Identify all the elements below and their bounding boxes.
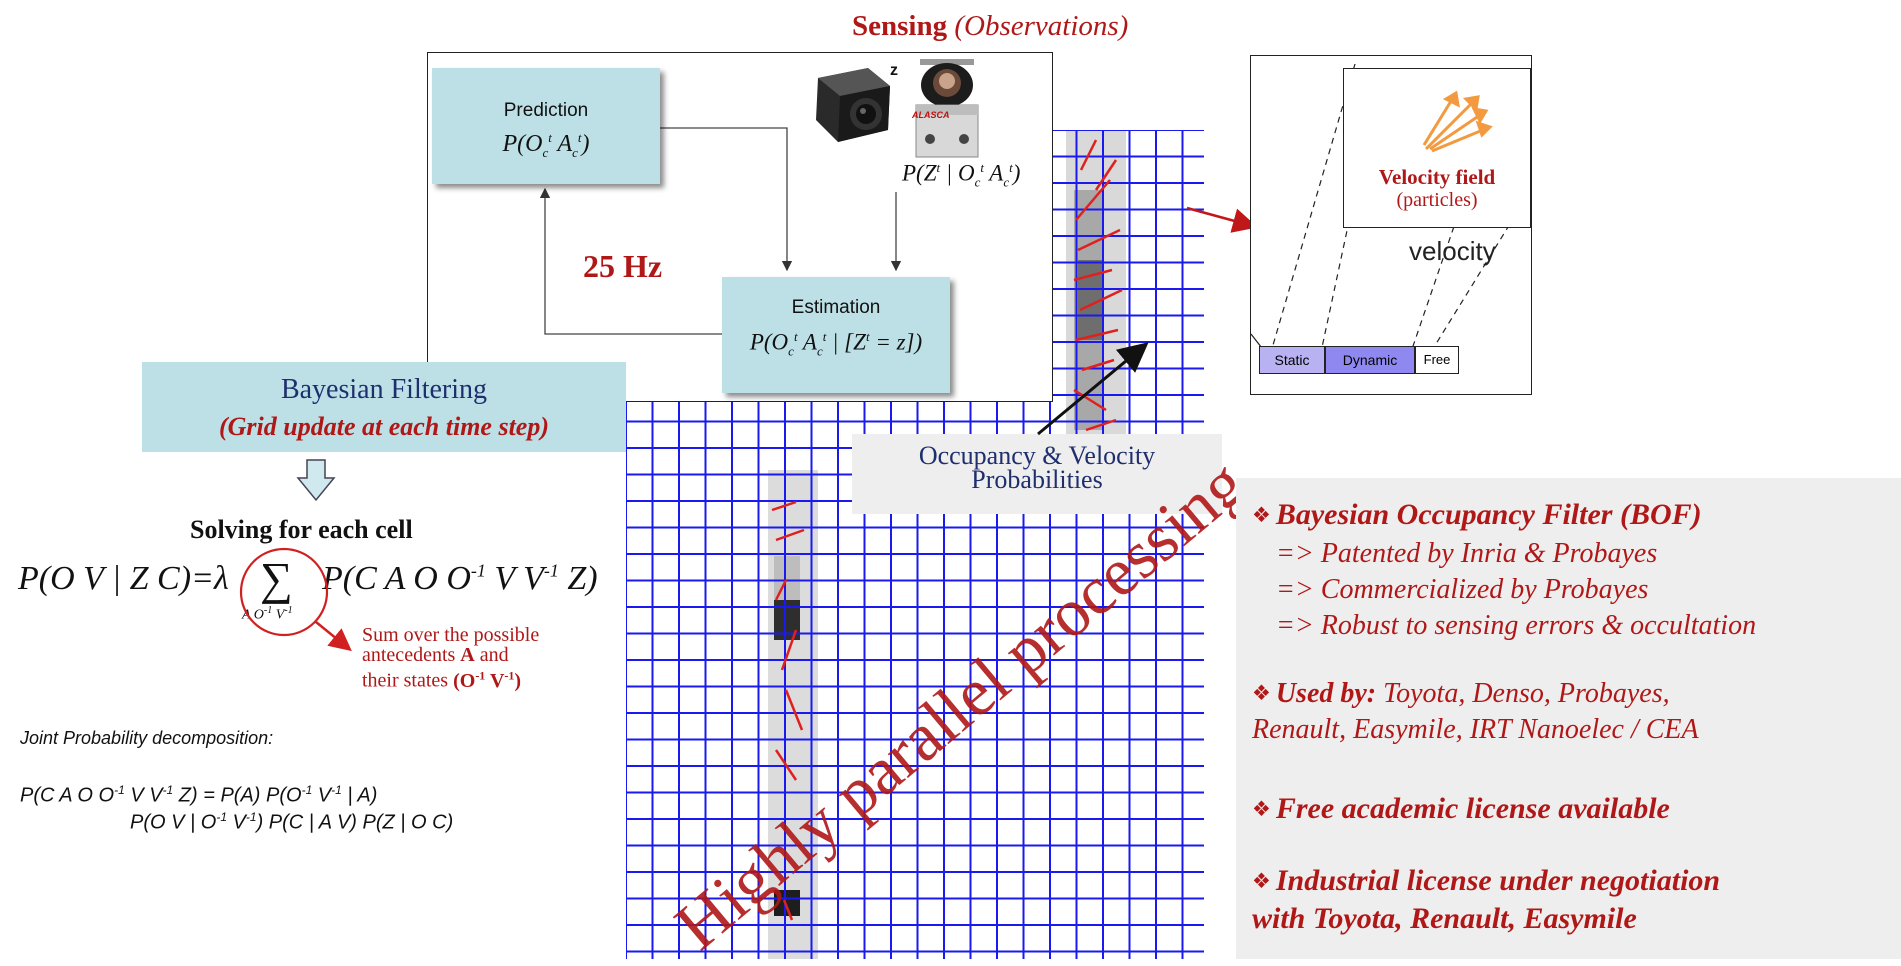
bof-industrial-line2-row: with Toyota, Renault, Easymile [1252, 902, 1637, 936]
joint-equation-line2: P(O V | O-1 V-1) P(C | A V) P(Z | O C) [130, 810, 454, 834]
observation-equation: P(Zt | Oct Act) [902, 160, 1021, 190]
joint-equation-line1: P(C A O O-1 V V-1 Z) = P(A) P(O-1 V-1 | … [20, 783, 378, 807]
occupancy-line2: Probabilities [971, 465, 1103, 494]
bayes-subtitle: (Grid update at each time step) [218, 412, 549, 441]
estimation-equation: P(Oct Act | [Zt = z]) [749, 329, 923, 359]
velocity-inset: Velocity field (particles) velocity Stat… [1250, 55, 1532, 395]
lidar-sensor-icon [915, 59, 979, 158]
state-static: Static [1259, 346, 1325, 374]
sum-symbol: ∑ [260, 553, 293, 604]
bof-industrial-line1: Industrial license under negotiation [1275, 864, 1721, 897]
joint-heading: Joint Probability decomposition: [20, 728, 274, 748]
bof-sub3: => Robust to sensing errors & occultatio… [1276, 610, 1757, 641]
sum-note-line3: their states [362, 669, 449, 692]
z-label: z [890, 62, 898, 79]
occupancy-pointer-arrow [1037, 342, 1149, 436]
lidar-brand: ALASCA [912, 110, 950, 120]
prediction-equation: P(Oct Act) [502, 130, 590, 160]
bayesian-filtering-box: Bayesian Filtering (Grid update at each … [142, 362, 626, 452]
solving-equation-right: P(C A O O-1 V V-1 Z) [322, 560, 598, 597]
particle-arrows-icon [1422, 90, 1493, 153]
loop-arrows [539, 127, 902, 335]
camera-sensor-icon [816, 68, 890, 142]
bof-used-line2: Renault, Easymile, IRT Nanoelec / CEA [1252, 714, 1699, 745]
estimation-box: Estimation P(Oct Act | [Zt = z]) [722, 277, 950, 393]
grid-velocity-vectors [771, 139, 1123, 921]
bof-sub2: => Commercialized by Probayes [1276, 574, 1649, 605]
bof-title-row: ❖Bayesian Occupancy Filter (BOF) [1252, 498, 1702, 531]
state-dynamic: Dynamic [1325, 346, 1415, 374]
bof-sub1: => Patented by Inria & Probayes [1276, 538, 1658, 569]
prediction-box: Prediction P(Oct Act) [432, 68, 660, 184]
bof-industrial-row: ❖Industrial license under negotiation [1252, 864, 1721, 897]
sensing-title: Sensing (Observations) [852, 10, 1128, 43]
occupancy-label-box: Occupancy & Velocity Probabilities [852, 434, 1222, 514]
bof-industrial-line2: with Toyota, Renault, Easymile [1252, 902, 1637, 935]
particles-label: (particles) [1396, 189, 1478, 211]
velocity-field-label: Velocity field [1378, 165, 1496, 189]
bof-used-label: Used by: [1275, 678, 1377, 709]
bof-used-row: ❖Used by: Toyota, Denso, Probayes, [1252, 678, 1670, 709]
sum-note-line1: Sum over the possible [362, 624, 540, 646]
velocity-field-panel: Velocity field (particles) [1343, 68, 1531, 228]
bof-info-panel: ❖Bayesian Occupancy Filter (BOF) => Pate… [1236, 478, 1901, 959]
bayes-title: Bayesian Filtering [280, 374, 488, 405]
rate-label: 25 Hz [583, 248, 663, 284]
sum-note-line3-row: their states (O-1 V-1) [362, 668, 522, 692]
bof-used-line1: Toyota, Denso, Probayes, [1383, 678, 1670, 709]
prediction-label: Prediction [503, 100, 589, 121]
down-arrow-icon [296, 459, 336, 502]
solving-equation-left: P(O V | Z C)=λ [18, 560, 229, 597]
sensing-bold: Sensing [852, 10, 948, 42]
sensing-italic: (Observations) [954, 10, 1129, 42]
sum-note-line2: antecedents [362, 644, 456, 666]
bof-title: Bayesian Occupancy Filter (BOF) [1275, 498, 1702, 531]
inset-pointer-arrow [1186, 206, 1258, 233]
estimation-label: Estimation [791, 297, 881, 318]
bof-free-row: ❖Free academic license available [1252, 792, 1670, 825]
sum-index: A O-1 V-1 [242, 605, 293, 623]
occupancy-grid [626, 130, 1204, 959]
state-free: Free [1415, 346, 1459, 374]
bof-free: Free academic license available [1275, 792, 1670, 825]
sum-note: Sum over the possible antecedents A and … [362, 625, 539, 691]
sum-note-line2-row: antecedents A and [362, 644, 509, 666]
occupancy-line1: Occupancy & Velocity [918, 441, 1156, 470]
velocity-label: velocity [1409, 236, 1496, 266]
solving-title: Solving for each cell [190, 515, 413, 544]
sum-highlight-circle [239, 547, 352, 652]
